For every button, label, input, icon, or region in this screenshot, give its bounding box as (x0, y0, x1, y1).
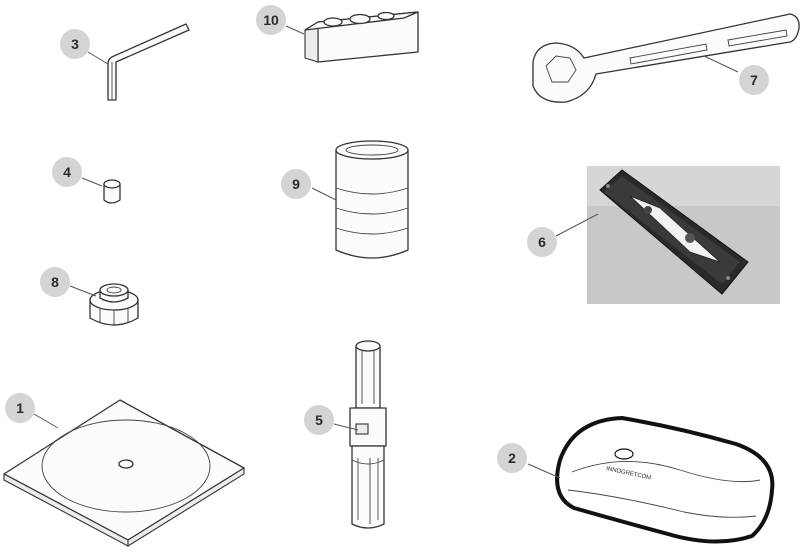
callout-2-label: 2 (508, 450, 516, 466)
sleeve-part (335, 140, 409, 259)
socket-wrench-part (349, 340, 387, 529)
hex-key-part (107, 23, 190, 101)
callout-10-label: 10 (263, 12, 279, 28)
callout-3: 3 (60, 29, 90, 59)
callout-9-label: 9 (292, 176, 300, 192)
callout-6-label: 6 (538, 234, 546, 250)
callout-6: 6 (527, 227, 557, 257)
pin-part (103, 179, 121, 204)
callout-3-label: 3 (71, 36, 79, 52)
callout-1: 1 (5, 393, 35, 423)
callout-5-label: 5 (315, 412, 323, 428)
leader-lines (33, 25, 739, 479)
castle-nut-part (89, 283, 139, 326)
callout-7-label: 7 (750, 72, 758, 88)
disc-mat-part (3, 399, 245, 547)
callout-10: 10 (256, 5, 286, 35)
callout-7: 7 (739, 65, 769, 95)
pouch-part: INNOGRETCOM (555, 416, 775, 544)
callout-9: 9 (281, 169, 311, 199)
spanner-part (532, 13, 800, 103)
block-part (304, 11, 419, 63)
battery-module-photo (587, 166, 780, 304)
callout-8-label: 8 (51, 274, 59, 290)
callout-8: 8 (40, 267, 70, 297)
callout-5: 5 (304, 405, 334, 435)
callout-2: 2 (497, 443, 527, 473)
callout-1-label: 1 (16, 400, 24, 416)
callout-4-label: 4 (63, 164, 71, 180)
callout-4: 4 (52, 157, 82, 187)
